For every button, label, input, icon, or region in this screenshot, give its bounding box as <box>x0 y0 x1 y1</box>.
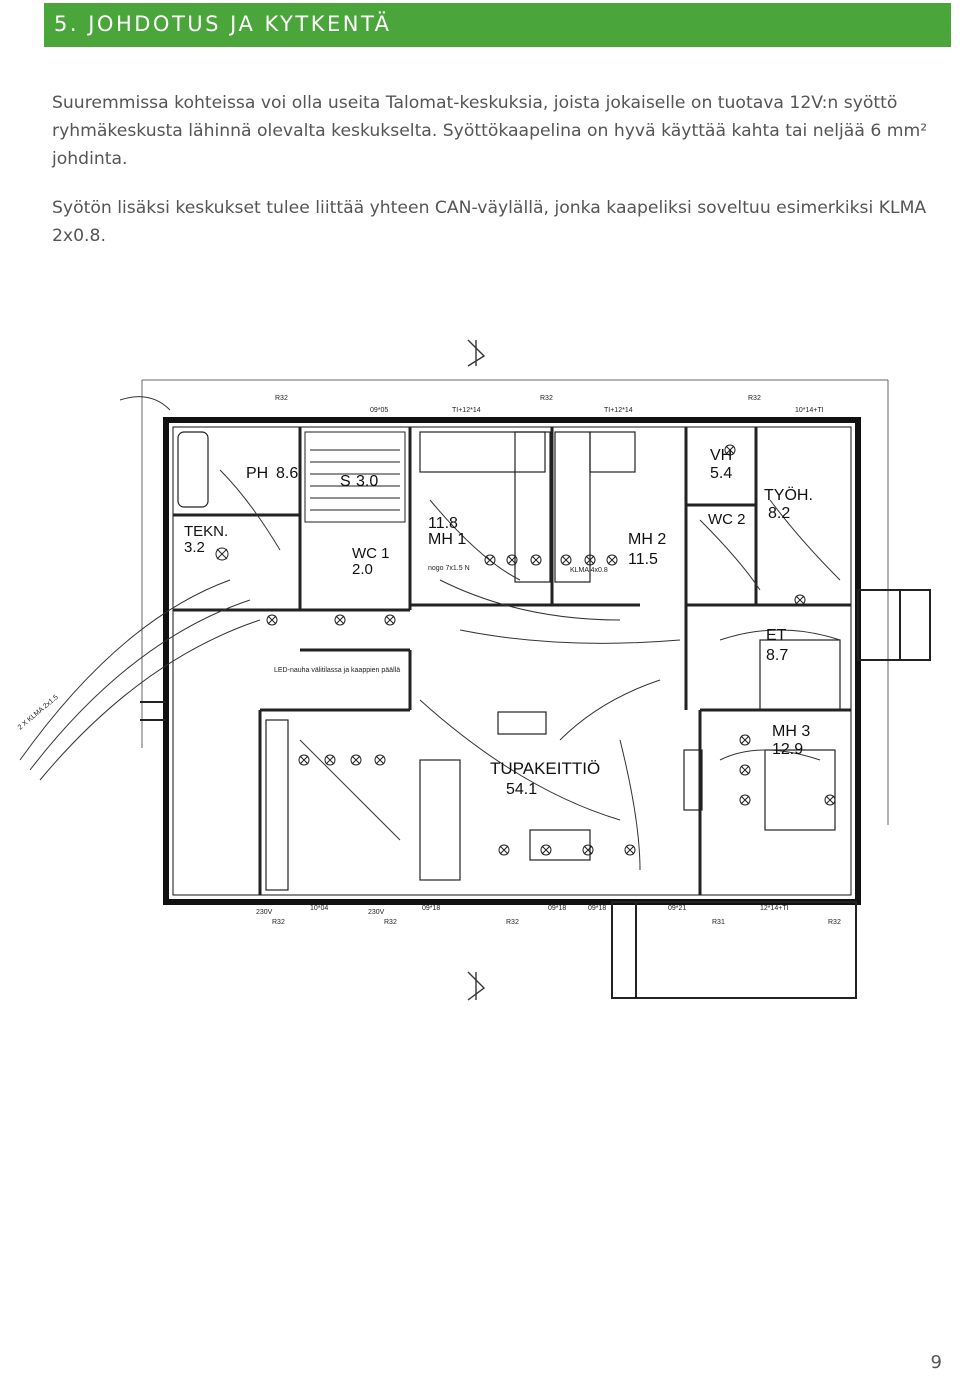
outer-walls <box>163 417 861 905</box>
svg-text:2 X KLMA 2x1.5: 2 X KLMA 2x1.5 <box>17 694 60 732</box>
svg-text:R32: R32 <box>828 919 841 926</box>
svg-text:nogo 7x1.5 N: nogo 7x1.5 N <box>428 565 470 572</box>
porch <box>140 589 931 999</box>
room-mh2-area: 11.5 <box>628 551 658 568</box>
site-boundary <box>141 379 889 825</box>
room-mh2: MH 2 <box>628 531 666 548</box>
room-mh1-area: 11.8 <box>428 515 458 532</box>
room-mh1: MH 1 <box>428 531 466 548</box>
section-heading-bar: 5. JOHDOTUS JA KYTKENTÄ <box>44 3 951 47</box>
svg-text:R31: R31 <box>712 919 725 926</box>
wiring-paths <box>19 396 841 871</box>
room-vh: VH <box>710 447 732 464</box>
furniture <box>177 431 841 891</box>
svg-text:12*14+TI: 12*14+TI <box>760 905 789 912</box>
body-paragraph: Suuremmissa kohteissa voi olla useita Ta… <box>52 93 928 169</box>
svg-text:10*04: 10*04 <box>310 905 328 912</box>
svg-text:09*05: 09*05 <box>370 407 388 414</box>
svg-text:10*14+TI: 10*14+TI <box>795 407 824 414</box>
svg-text:R32: R32 <box>272 919 285 926</box>
svg-text:TI+12*14: TI+12*14 <box>604 407 633 414</box>
svg-text:230V: 230V <box>256 909 273 916</box>
sauna-benches <box>304 431 406 523</box>
svg-text:R32: R32 <box>506 919 519 926</box>
room-labels: PH 8.6 S 3.0 TEKN. 3.2 WC 1 2.0 11.8 MH … <box>184 447 813 798</box>
svg-text:09*21: 09*21 <box>668 905 686 912</box>
svg-text:R32: R32 <box>540 395 553 402</box>
room-tyoh-area: 8.2 <box>768 505 790 522</box>
room-wc2: WC 2 <box>708 511 746 528</box>
room-ph-area: 8.6 <box>276 465 298 482</box>
room-wc1-area: 2.0 <box>352 561 373 578</box>
section-number: 5. <box>54 12 80 36</box>
room-tupakeittio: TUPAKEITTIÖ <box>490 759 600 778</box>
svg-text:R32: R32 <box>384 919 397 926</box>
svg-text:09*18: 09*18 <box>548 905 566 912</box>
svg-text:09*18: 09*18 <box>588 905 606 912</box>
room-et: ET <box>766 627 787 644</box>
svg-text:KLMA 4x0.8: KLMA 4x0.8 <box>570 567 608 574</box>
north-arrow-top-icon <box>467 339 486 367</box>
section-title-text: JOHDOTUS JA KYTKENTÄ <box>88 12 392 36</box>
body-paragraph: Syötön lisäksi keskukset tulee liittää y… <box>52 198 927 246</box>
room-tekn-area: 3.2 <box>184 539 205 556</box>
section-title: 5. JOHDOTUS JA KYTKENTÄ <box>54 12 392 36</box>
svg-text:R32: R32 <box>748 395 761 402</box>
svg-text:R32: R32 <box>275 395 288 402</box>
room-s-area: 3.0 <box>356 473 378 490</box>
room-et-area: 8.7 <box>766 647 788 664</box>
page-number: 9 <box>930 1352 942 1373</box>
room-wc1: WC 1 <box>352 545 390 562</box>
room-ph: PH <box>246 465 268 482</box>
svg-text:LED-nauha välitilassa ja kaapp: LED-nauha välitilassa ja kaappien päällä <box>274 667 400 674</box>
room-tyoh: TYÖH. <box>764 486 813 504</box>
svg-text:230V: 230V <box>368 909 385 916</box>
wiring-floor-plan: PH 8.6 S 3.0 TEKN. 3.2 WC 1 2.0 11.8 MH … <box>17 339 931 1001</box>
room-mh3-area: 12.9 <box>772 741 803 758</box>
room-tupakeittio-area: 54.1 <box>506 781 537 798</box>
light-fixtures <box>215 444 836 856</box>
svg-text:TI+12*14: TI+12*14 <box>452 407 481 414</box>
room-vh-area: 5.4 <box>710 465 732 482</box>
room-mh3: MH 3 <box>772 723 810 740</box>
interior-walls <box>173 427 851 895</box>
svg-text:09*18: 09*18 <box>422 905 440 912</box>
room-s: S <box>340 473 351 490</box>
north-arrow-bottom-icon <box>467 971 486 1001</box>
room-tekn: TEKN. <box>184 523 228 540</box>
